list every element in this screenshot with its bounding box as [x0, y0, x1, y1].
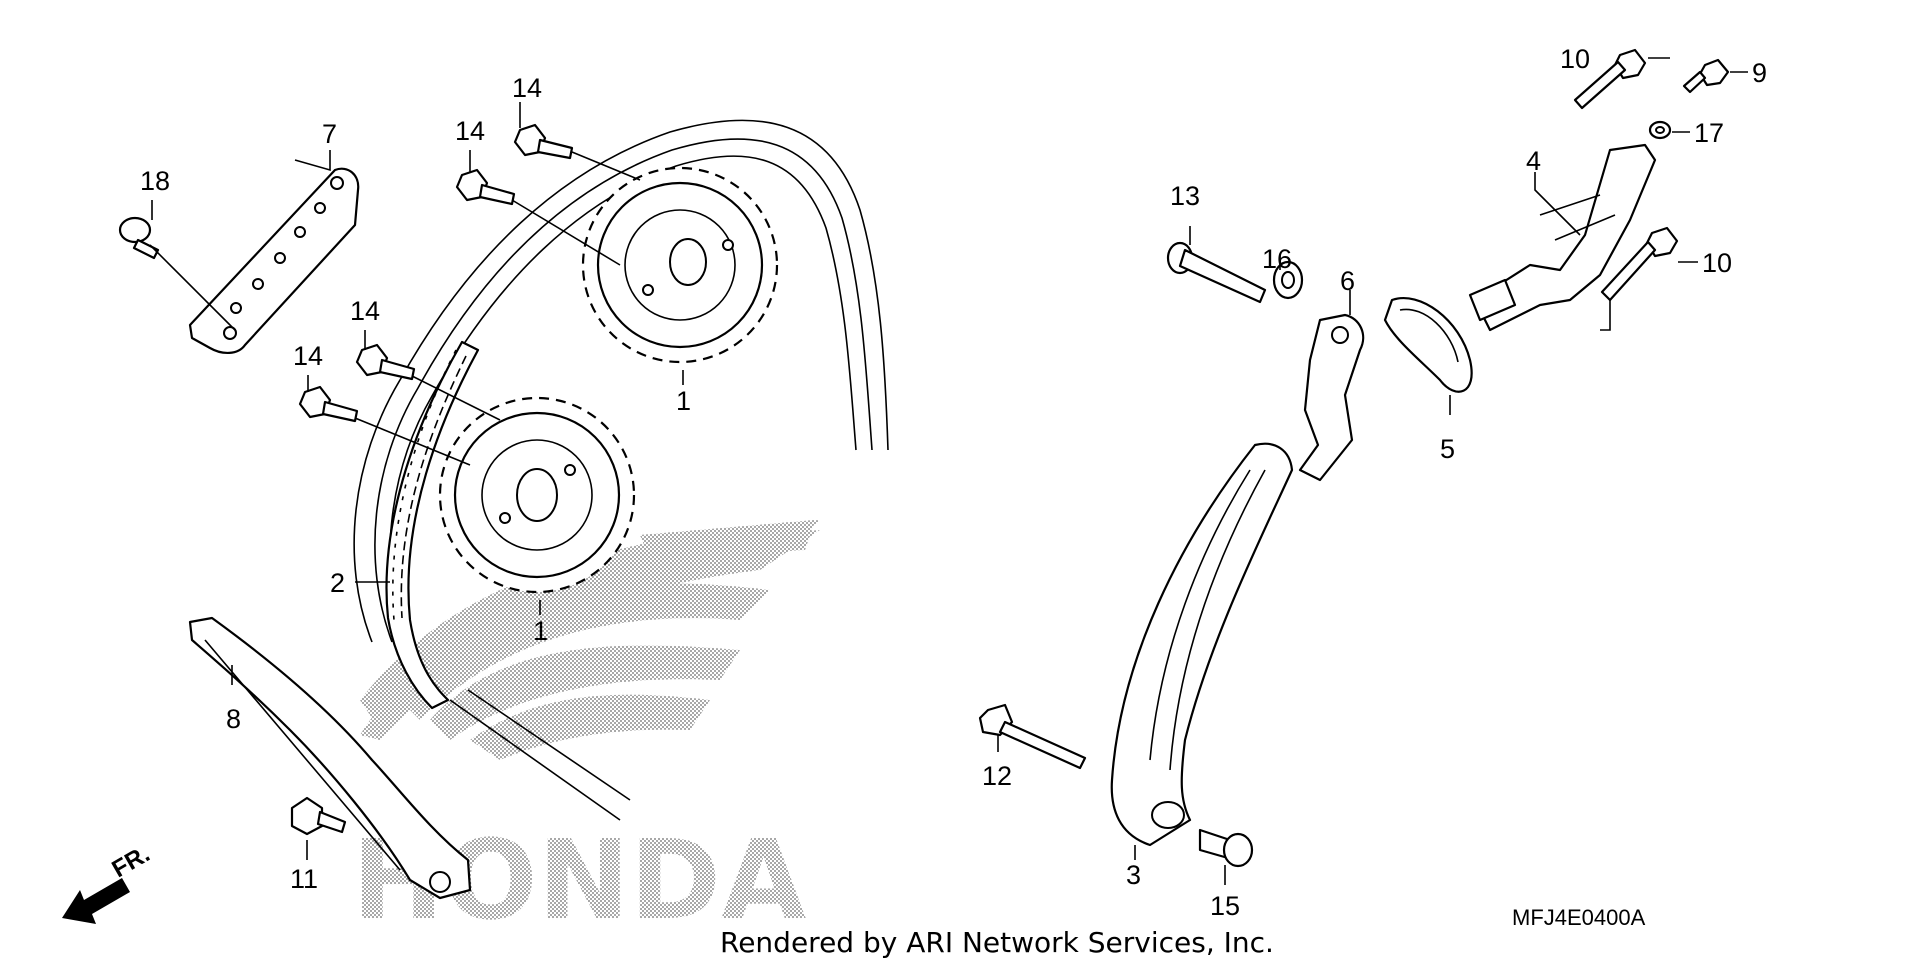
bolt-18 — [118, 216, 160, 260]
bolt-10-top — [1573, 48, 1647, 110]
callout-10-top: 10 — [1560, 44, 1590, 74]
diagram-code: MFJ4E0400A — [1512, 905, 1646, 930]
callout-14-d: 14 — [293, 341, 323, 371]
bolt-13 — [1166, 241, 1267, 304]
tensioner-stopper-plate — [1298, 313, 1365, 482]
leader-lines — [149, 57, 1748, 885]
bolt-14-a — [513, 123, 574, 160]
callout-14-b: 14 — [455, 116, 485, 146]
callout-11: 11 — [290, 864, 318, 894]
callout-1-upper: 1 — [676, 386, 691, 416]
callout-2: 2 — [330, 568, 345, 598]
bolt-12 — [978, 703, 1087, 770]
collar-15 — [1198, 828, 1254, 868]
callout-1-lower: 1 — [533, 616, 548, 646]
callout-14-a: 14 — [512, 73, 542, 103]
callout-5: 5 — [1440, 434, 1455, 464]
bolt-9 — [1682, 58, 1730, 94]
front-direction-marker: FR. — [62, 840, 154, 924]
callout-7: 7 — [322, 119, 337, 149]
cam-chain — [353, 119, 889, 821]
render-credit: Rendered by ARI Network Services, Inc. — [720, 926, 1274, 959]
callout-13: 13 — [1170, 181, 1200, 211]
cam-chain-tensioner-arm — [1110, 442, 1294, 847]
callout-6: 6 — [1340, 266, 1355, 296]
bolt-11 — [290, 796, 347, 836]
chain-guide-bracket — [188, 167, 360, 354]
bolt-14-b — [455, 168, 516, 206]
cam-sprocket-lower — [438, 396, 636, 594]
cam-chain-tensioner-lifter — [1468, 143, 1657, 332]
callout-16: 16 — [1262, 244, 1292, 274]
washer-16 — [1272, 260, 1304, 300]
callout-numbers: 18 7 14 14 14 14 1 1 2 8 11 12 3 15 13 1… — [140, 44, 1767, 921]
callout-4: 4 — [1526, 146, 1541, 176]
callout-17: 17 — [1694, 118, 1724, 148]
cam-sprocket-upper — [581, 166, 779, 364]
callout-3: 3 — [1126, 860, 1141, 890]
callout-14-c: 14 — [350, 296, 380, 326]
cam-chain-guide — [188, 616, 472, 900]
callout-9: 9 — [1752, 58, 1767, 88]
callout-8: 8 — [226, 704, 241, 734]
front-marker-label: FR. — [108, 840, 155, 883]
bolt-14-c — [355, 343, 416, 381]
callout-15: 15 — [1210, 891, 1240, 921]
bolt-14-d — [298, 385, 359, 423]
tensioner-gasket — [1383, 297, 1473, 393]
callout-10-right: 10 — [1702, 248, 1732, 278]
bolt-10-right — [1600, 226, 1679, 302]
callout-12: 12 — [982, 761, 1012, 791]
callout-18: 18 — [140, 166, 170, 196]
washer-17 — [1648, 120, 1672, 140]
